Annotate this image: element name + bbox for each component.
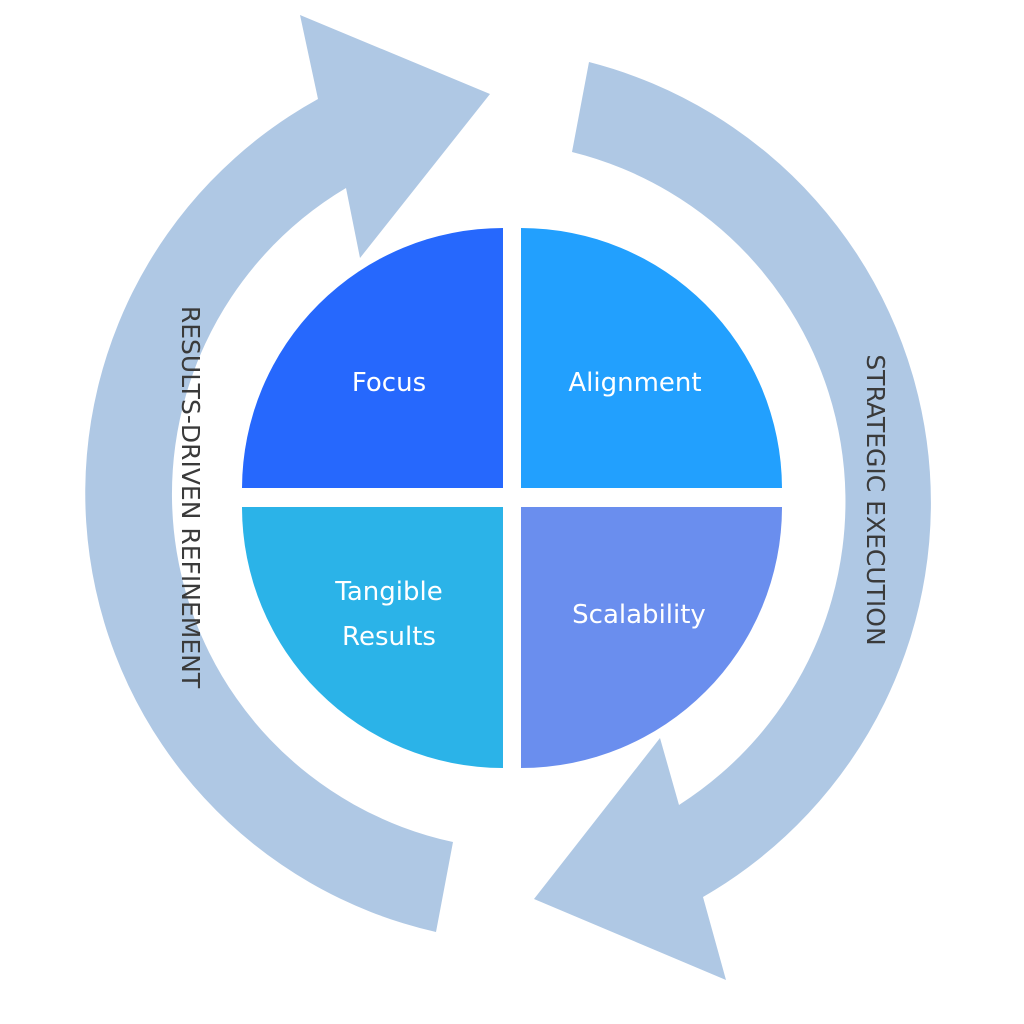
quadrant-focus (242, 228, 503, 488)
strategic-execution-label: STRATEGIC EXECUTION (861, 354, 890, 645)
scalability-label: Scalability (572, 600, 706, 630)
results-label: Results (342, 622, 436, 652)
quadrant-alignment (521, 228, 782, 488)
alignment-label: Alignment (568, 368, 701, 398)
results-driven-refinement-label: RESULTS-DRIVEN REFINEMENT (176, 306, 205, 689)
tangible-label: Tangible (334, 577, 442, 607)
quadrant-tangible-results (242, 507, 503, 768)
left-cycle-arrow (85, 15, 490, 932)
quadrant-scalability (521, 507, 782, 768)
right-cycle-arrow (534, 62, 931, 980)
focus-label: Focus (352, 368, 426, 398)
